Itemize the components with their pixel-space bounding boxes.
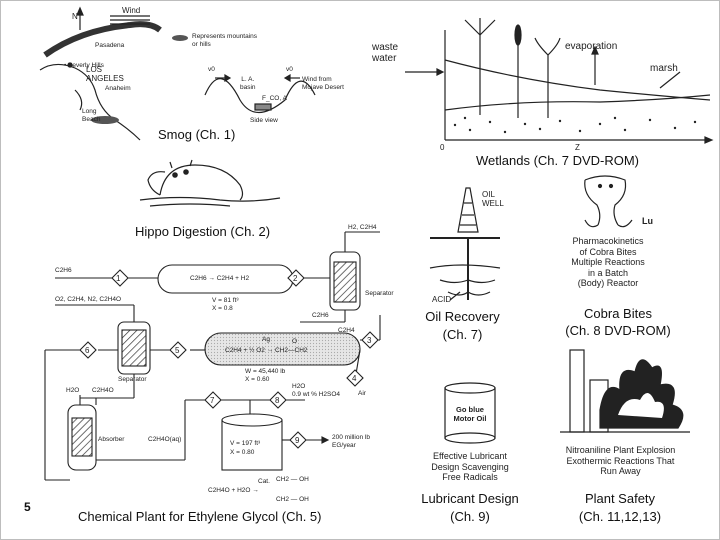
safety-caption-1: Plant Safety: [584, 491, 656, 506]
pasadena-label: Pasadena: [95, 42, 125, 49]
acid-water-label: H2O 0.9 wt % H2SO4: [292, 383, 341, 398]
recycle-label: C2H6: [312, 312, 329, 319]
long-beach-label: Long Beach: [82, 108, 101, 123]
safety-caption-2: (Ch. 11,12,13): [578, 509, 662, 524]
smog-caption: Smog (Ch. 1): [158, 127, 236, 142]
reactor-1-volume: V = 81 ft³: [212, 297, 239, 304]
wetlands-diagram: [405, 18, 714, 144]
side-view-label: Side view: [250, 117, 278, 124]
smog-map: [39, 6, 316, 141]
reactor-2-equation: C2H4 + ½ O2 → CH2—CH2: [225, 347, 308, 354]
la-basin-label: L. A. basin: [240, 76, 256, 91]
cobra-caption-1: Cobra Bites: [584, 306, 652, 321]
oil-can-drawing: [444, 382, 496, 444]
tank-conversion: X = 0.80: [230, 449, 255, 456]
oil-recovery-caption-2: (Ch. 7): [442, 327, 483, 342]
cobra-panel-text: Pharmacokinetics of Cobra Bites Multiple…: [571, 236, 645, 288]
cobra-drawing: [584, 175, 633, 228]
anaheim-label: Anaheim: [105, 85, 131, 92]
v0-left-label: v0: [208, 66, 215, 73]
wetland-origin-label: 0: [440, 143, 445, 152]
glycol-bottom-group: CH2 — OH: [276, 496, 309, 503]
ethylene-flowsheet: [44, 231, 381, 481]
waste-water-label: waste water: [372, 42, 399, 64]
hippo-caption: Hippo Digestion (Ch. 2): [135, 224, 271, 239]
oil-well-drawing: [429, 187, 501, 301]
page-number: 5: [24, 500, 31, 514]
north-label: N: [72, 12, 78, 21]
catalyst-label: Cat.: [258, 478, 270, 485]
product-rate-label: 200 million lb EG/year: [332, 434, 370, 449]
stream-2-label: 2: [293, 274, 298, 283]
stream-5-label: 5: [175, 346, 180, 355]
stream-3-label: 3: [367, 336, 372, 345]
stream-4-label: 4: [352, 374, 357, 383]
oil-recovery-caption-1: Oil Recovery: [425, 309, 500, 324]
absorber-label: Absorber: [98, 436, 125, 443]
ethylene-inlet-label: C2H4: [338, 327, 355, 334]
separator-left-label: Separator: [118, 376, 147, 383]
reactor-1-conversion: X = 0.8: [212, 305, 233, 312]
mountain-legend-icon: [172, 35, 188, 41]
reactor-2: [204, 332, 361, 366]
basin-profile: [204, 78, 316, 114]
ethylene-caption: Chemical Plant for Ethylene Glycol (Ch. …: [78, 509, 322, 524]
glycol-equation: C2H4O + H2O →: [208, 487, 259, 494]
separator-right-label: Separator: [365, 290, 394, 297]
reactor-2-weight: W = 45,440 lb: [245, 368, 286, 375]
reactor-2-conversion: X = 0.60: [245, 376, 270, 383]
evaporation-label: evaporation: [565, 41, 618, 52]
mountain-range: [43, 21, 162, 58]
stream-8-label: 8: [275, 396, 280, 405]
hippo-drawing: [139, 159, 281, 207]
water-feed-label: H2O: [66, 387, 80, 394]
mojave-wind-label: Wind from Mojave Desert: [302, 76, 344, 91]
los-angeles-label: LOS ANGELES: [86, 65, 124, 83]
fco-label: F_CO, A: [262, 95, 287, 102]
wetlands-caption: Wetlands (Ch. 7 DVD-ROM): [476, 153, 640, 168]
oil-well-title: OIL WELL: [482, 190, 504, 208]
reed-plants: [464, 18, 561, 118]
top-product-label: H2, C2H4: [348, 224, 377, 231]
vent-label: O2, C2H4, N2, C2H4O: [55, 296, 122, 303]
lu-label: Lu: [642, 216, 653, 226]
mountain-legend-label: Represents mountains or hills: [192, 33, 258, 48]
sediment-dots: [453, 116, 697, 134]
beverly-hills-label: • Beverly Hills: [64, 62, 104, 69]
stream-1-label: 1: [116, 274, 121, 283]
lubricant-panel-text: Effective Lubricant Design Scavenging Fr…: [431, 451, 509, 482]
stream-7-label: 7: [210, 396, 215, 405]
lubricant-caption-2: (Ch. 9): [450, 509, 490, 524]
coastline: [39, 63, 141, 141]
acid-label: ACID: [432, 295, 452, 304]
wetland-z-label: Z: [575, 143, 580, 152]
tank-volume: V = 197 ft³: [230, 440, 261, 447]
explosion-panel-text: Nitroaniline Plant Explosion Exothermic …: [565, 445, 676, 476]
explosion-drawing: [560, 349, 690, 433]
glycol-top-group: CH2 — OH: [276, 476, 309, 483]
air-label: Air: [358, 390, 366, 397]
glycol-reactor-tank: [221, 419, 283, 471]
feed-label: C2H6: [55, 267, 72, 274]
oil-can-label: Go blue Motor Oil: [453, 405, 487, 423]
reactor-1-equation: C2H6 → C2H4 + H2: [190, 275, 250, 282]
cobra-caption-2: (Ch. 8 DVD-ROM): [565, 323, 671, 338]
epoxide-o-label: O: [292, 338, 298, 345]
wind-label: Wind: [122, 6, 141, 15]
stream-9-label: 9: [295, 436, 300, 445]
catalyst-ag-label: Ag: [262, 336, 270, 343]
marsh-label: marsh: [650, 63, 678, 74]
aqueous-label: C2H4O(aq): [148, 436, 182, 443]
oxide-feed-label: C2H4O: [92, 387, 114, 394]
lubricant-caption-1: Lubricant Design: [421, 491, 519, 506]
v0-right-label: v0: [286, 66, 293, 73]
stream-6-label: 6: [85, 346, 90, 355]
